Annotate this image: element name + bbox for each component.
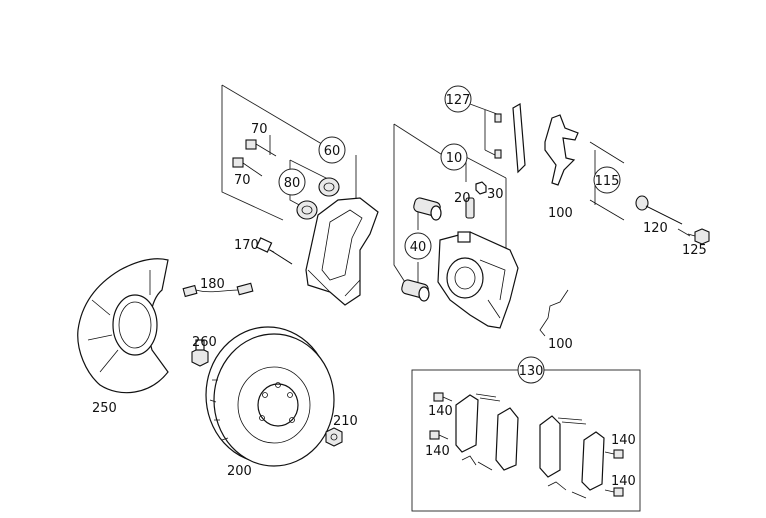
bolts-70-part — [232, 139, 277, 177]
bolt-125-part — [687, 228, 710, 245]
label-170: 170 — [234, 238, 259, 253]
label-250: 250 — [92, 401, 117, 416]
svg-text:60: 60 — [324, 144, 341, 159]
spring-clip-127-part — [494, 103, 526, 174]
svg-text:40: 40 — [410, 240, 427, 255]
wear-sensor-180-part — [182, 282, 254, 298]
callout-40: 40 — [404, 232, 432, 260]
label-30: 30 — [487, 187, 504, 202]
label-140-c: 140 — [611, 433, 636, 448]
callout-115: 115 — [593, 166, 621, 194]
callout-10: 10 — [440, 143, 468, 171]
label-210: 210 — [333, 414, 358, 429]
pins-115-part — [589, 141, 625, 221]
svg-text:80: 80 — [284, 176, 301, 191]
dust-shield-part — [77, 258, 169, 394]
label-100-upper: 100 — [548, 206, 573, 221]
brake-pads-part — [429, 392, 624, 499]
label-70-upper: 70 — [251, 122, 268, 137]
label-140-a: 140 — [428, 404, 453, 419]
label-100-lower: 100 — [548, 337, 573, 352]
label-180: 180 — [200, 277, 225, 292]
caliper-carrier-part — [305, 197, 379, 306]
label-140-d: 140 — [611, 474, 636, 489]
label-70-lower: 70 — [234, 173, 251, 188]
bolt-120-part — [635, 195, 683, 225]
guide-pins-40-part — [401, 197, 442, 302]
svg-text:10: 10 — [446, 151, 463, 166]
label-200: 200 — [227, 464, 252, 479]
label-260: 260 — [192, 335, 217, 350]
callout-80: 80 — [278, 168, 306, 196]
label-120: 120 — [643, 221, 668, 236]
callout-60: 60 — [318, 136, 346, 164]
svg-text:127: 127 — [446, 93, 471, 108]
svg-text:115: 115 — [595, 174, 620, 189]
bolt-170-part — [255, 237, 293, 265]
svg-text:130: 130 — [519, 364, 544, 379]
brake-disc-part — [205, 326, 335, 467]
part-labels: 70 70 20 30 100 100 120 125 170 180 260 … — [92, 122, 707, 489]
brake-caliper-part — [437, 231, 519, 329]
spring-clip-100-upper-part — [544, 114, 579, 186]
label-125: 125 — [682, 243, 707, 258]
callout-127: 127 — [444, 85, 472, 113]
bushings-80-part — [296, 177, 340, 220]
nut-210-part — [325, 427, 343, 447]
label-20: 20 — [454, 191, 471, 206]
bolt-260-part — [191, 339, 209, 367]
spring-clip-100-lower-part — [539, 289, 569, 337]
callout-130: 130 — [517, 356, 545, 384]
bleeder-20-30-part — [465, 181, 487, 219]
label-140-b: 140 — [425, 444, 450, 459]
